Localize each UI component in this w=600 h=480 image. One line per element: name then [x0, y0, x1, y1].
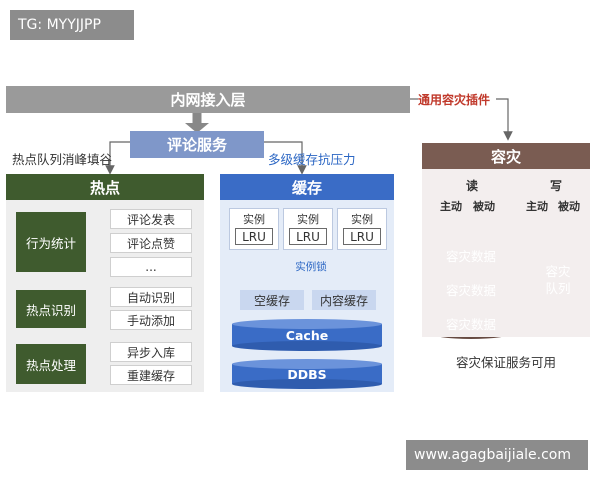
lru-box: LRU	[343, 228, 381, 245]
hot-group-label: 热点识别	[16, 290, 86, 328]
instance-label: 实例	[351, 213, 373, 226]
ddbs-cylinder-label: DDBS	[287, 366, 327, 382]
content-cache-box: 内容缓存	[312, 290, 376, 310]
read-label: 读	[465, 179, 478, 193]
hot-item: 重建缓存	[110, 365, 192, 385]
cache-caption: 多级缓存抗压力	[268, 152, 356, 167]
cache-cylinder-label: Cache	[285, 327, 329, 343]
instance-label: 实例	[297, 213, 319, 226]
hot-item: ...	[110, 257, 192, 277]
write-label: 写	[549, 179, 562, 193]
hot-group-label: 行为统计	[16, 212, 86, 272]
write-mode-passive: 被动	[558, 200, 580, 213]
hot-item: 手动添加	[110, 310, 192, 330]
lru-box: LRU	[289, 228, 327, 245]
watermark-bottom: www.agagbaijiale.com	[406, 440, 588, 470]
disaster-panel	[422, 143, 590, 337]
cache-title: 缓存	[220, 174, 394, 200]
hot-group-label: 热点处理	[16, 344, 86, 384]
disaster-data: 容灾数据	[445, 248, 496, 264]
watermark-top: TG: MYYJJPP	[10, 10, 134, 40]
lru-box: LRU	[235, 228, 273, 245]
intranet-access-layer: 内网接入层	[6, 86, 410, 113]
comment-service: 评论服务	[130, 131, 264, 158]
hot-item: 异步入库	[110, 342, 192, 362]
hot-item: 评论点赞	[110, 233, 192, 253]
disaster-bottom-caption: 容灾保证服务可用	[455, 355, 556, 370]
disaster-queue: 容灾队列	[545, 264, 571, 296]
hot-item: 评论发表	[110, 209, 192, 229]
read-mode-passive: 被动	[473, 200, 495, 213]
read-mode-active: 主动	[440, 200, 462, 213]
instance-label: 实例	[243, 213, 265, 226]
hot-title: 热点	[6, 174, 204, 200]
write-mode-active: 主动	[526, 200, 548, 213]
empty-cache-box: 空缓存	[240, 290, 304, 310]
instance-lock-label: 实例锁	[295, 261, 327, 273]
disaster-title: 容灾	[422, 143, 590, 169]
disaster-data: 容灾数据	[445, 282, 496, 298]
disaster-data: 容灾数据	[445, 316, 496, 332]
hot-item: 自动识别	[110, 287, 192, 307]
plugin-label: 通用容灾插件	[418, 93, 491, 107]
hot-caption: 热点队列消峰填谷	[12, 152, 113, 167]
